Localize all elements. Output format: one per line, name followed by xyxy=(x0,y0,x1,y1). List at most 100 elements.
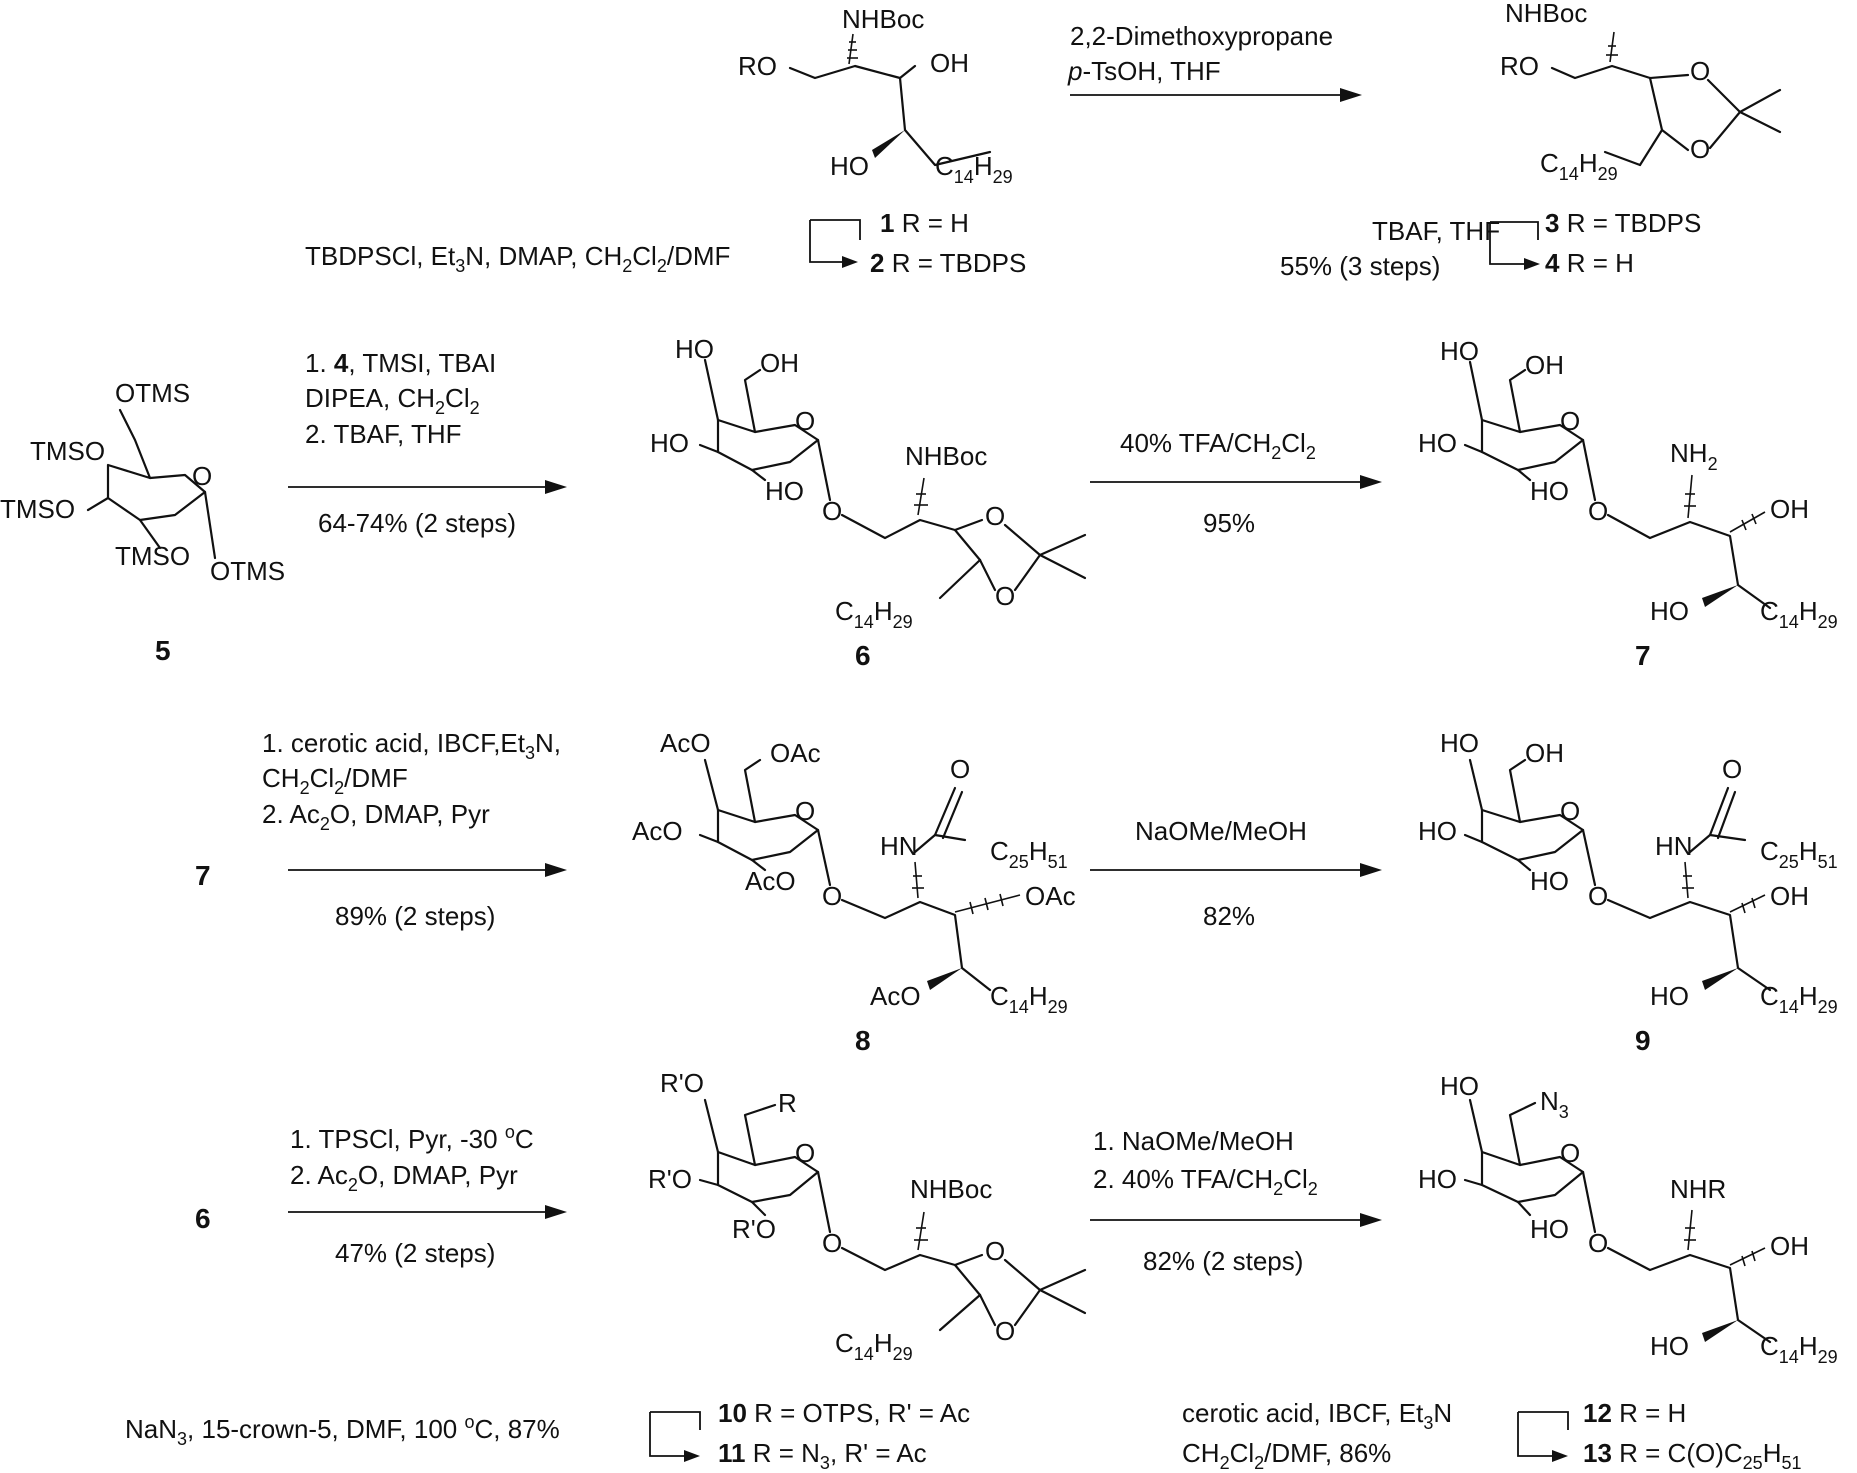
atom-HN-8: HN xyxy=(880,831,918,861)
compound-2-label: 2 R = TBDPS xyxy=(870,248,1026,278)
atom-HO-9b: HO xyxy=(1418,816,1457,846)
glyco-line2: DIPEA, CH2Cl2 xyxy=(305,383,480,418)
atom-C14H29-7: C14H29 xyxy=(1760,596,1838,632)
atom-HO-6b: HO xyxy=(650,428,689,458)
atom-NH2-7: NH2 xyxy=(1670,438,1718,474)
compound-4-label: 4 R = H xyxy=(1545,248,1634,278)
atom-HO-7d: HO xyxy=(1650,596,1689,626)
deac-yield: 82% xyxy=(1203,901,1255,931)
atom-O-9carbonyl: O xyxy=(1722,754,1742,784)
dmp-line1: 2,2-Dimethoxypropane xyxy=(1070,21,1333,51)
compound-7-structure: HO OH HO HO O O NH2 OH HO C14H29 xyxy=(1418,336,1838,632)
atom-OH-7b: OH xyxy=(1770,494,1809,524)
tps-yield: 47% (2 steps) xyxy=(335,1238,495,1268)
atom-NHBoc-3: NHBoc xyxy=(1505,0,1587,28)
atom-RpO-10c: R'O xyxy=(732,1214,776,1244)
acyl-line2: CH2Cl2/DMF xyxy=(262,763,408,798)
tbaf-line2: 55% (3 steps) xyxy=(1280,251,1440,281)
atom-OH: OH xyxy=(930,48,969,78)
atom-NHBoc: NHBoc xyxy=(842,4,924,34)
atom-TMSO-5c: TMSO xyxy=(115,541,190,571)
atom-OH-9b: OH xyxy=(1770,881,1809,911)
atom-C25H51-8: C25H51 xyxy=(990,836,1068,872)
compound-5-number: 5 xyxy=(155,635,171,666)
compound-3-label: 3 R = TBDPS xyxy=(1545,208,1701,238)
tbaf-line1: TBAF, THF xyxy=(1372,216,1500,246)
atom-OAc-8b: OAc xyxy=(1025,881,1076,911)
atom-C14H29-8: C14H29 xyxy=(990,981,1068,1017)
glyco-yield: 64-74% (2 steps) xyxy=(318,508,516,538)
compound-11-label: 11 R = N3, R' = Ac xyxy=(718,1438,927,1473)
atom-O-10a: O xyxy=(985,1236,1005,1266)
tfa-yield: 95% xyxy=(1203,508,1255,538)
compound-13-label: 13 R = C(O)C25H51 xyxy=(1583,1438,1802,1473)
atom-C14H29: C14H29 xyxy=(935,151,1013,187)
atom-AcO-8a: AcO xyxy=(660,728,711,758)
tps-line2: 2. Ac2O, DMAP, Pyr xyxy=(290,1160,518,1195)
atom-O-5: O xyxy=(192,461,212,491)
atom-HO-7b: HO xyxy=(1418,428,1457,458)
start-6-number: 6 xyxy=(195,1203,211,1234)
amide-line2: CH2Cl2/DMF, 86% xyxy=(1182,1438,1391,1473)
atom-C14H29-6: C14H29 xyxy=(835,596,913,632)
amide-line1: cerotic acid, IBCF, Et3N xyxy=(1182,1398,1452,1433)
atom-O-9link: O xyxy=(1588,881,1608,911)
atom-O-6b: O xyxy=(995,581,1015,611)
atom-RpO-10a: R'O xyxy=(660,1068,704,1098)
compound-1-2-structure: RO NHBoc OH HO C14H29 xyxy=(738,4,1013,187)
atom-O-12link: O xyxy=(1588,1228,1608,1258)
atom-HO-7c: HO xyxy=(1530,476,1569,506)
atom-O-10link: O xyxy=(822,1228,842,1258)
azide-conditions: NaN3, 15-crown-5, DMF, 100 oC, 87% xyxy=(125,1412,560,1449)
atom-HO-12d: HO xyxy=(1650,1331,1689,1361)
atom-HO-6c: HO xyxy=(765,476,804,506)
atom-RO-3: RO xyxy=(1500,51,1539,81)
atom-O-10b: O xyxy=(995,1316,1015,1346)
atom-HO-12c: HO xyxy=(1530,1214,1569,1244)
atom-OH-7a: OH xyxy=(1525,350,1564,380)
atom-OH-9a: OH xyxy=(1525,738,1564,768)
atom-C14H29-3: C14H29 xyxy=(1540,148,1618,184)
tfa-line: 40% TFA/CH2Cl2 xyxy=(1120,428,1316,463)
compound-1-label: 1 R = H xyxy=(880,208,969,238)
atom-OAc-8a: OAc xyxy=(770,738,821,768)
atom-HO-7a: HO xyxy=(1440,336,1479,366)
atom-OTMS-5a: OTMS xyxy=(115,378,190,408)
atom-OH-6: OH xyxy=(760,348,799,378)
atom-N3-12: N3 xyxy=(1540,1086,1569,1122)
atom-NHBoc-10: NHBoc xyxy=(910,1174,992,1204)
compound-6-number: 6 xyxy=(855,640,871,671)
atom-O-7link: O xyxy=(1588,496,1608,526)
atom-HO-9a: HO xyxy=(1440,728,1479,758)
dep-line1: 1. NaOMe/MeOH xyxy=(1093,1126,1294,1156)
glyco-line1: 1. 4, TMSI, TBAI xyxy=(305,348,496,378)
tps-line1: 1. TPSCl, Pyr, -30 oC xyxy=(290,1122,534,1154)
atom-C14H29-10: C14H29 xyxy=(835,1328,913,1364)
start-7-number: 7 xyxy=(195,860,211,891)
tbdps-conditions: TBDPSCl, Et3N, DMAP, CH2Cl2/DMF xyxy=(305,241,730,276)
atom-O-6a: O xyxy=(985,501,1005,531)
atom-AcO-8b: AcO xyxy=(632,816,683,846)
atom-AcO-8c: AcO xyxy=(745,866,796,896)
atom-NHR-12: NHR xyxy=(1670,1174,1726,1204)
atom-O-3b: O xyxy=(1690,134,1710,164)
compound-3-4-structure: NHBoc RO O O C14H29 xyxy=(1500,0,1782,184)
atom-R-10: R xyxy=(778,1088,797,1118)
atom-HO-9d: HO xyxy=(1650,981,1689,1011)
acyl-line3: 2. Ac2O, DMAP, Pyr xyxy=(262,799,490,834)
atom-NHBoc-6: NHBoc xyxy=(905,441,987,471)
atom-O-8link: O xyxy=(822,881,842,911)
atom-RO: RO xyxy=(738,51,777,81)
atom-C14H29-9: C14H29 xyxy=(1760,981,1838,1017)
glyco-line3: 2. TBAF, THF xyxy=(305,419,462,449)
atom-HO-12a: HO xyxy=(1440,1071,1479,1101)
atom-TMSO-5a: TMSO xyxy=(30,436,105,466)
atom-O-3a: O xyxy=(1690,56,1710,86)
dep-yield: 82% (2 steps) xyxy=(1143,1246,1303,1276)
compound-9-structure: HO OH HO HO O O HN O C25H51 OH HO C14H29 xyxy=(1418,728,1838,1017)
compound-12-13-structure: HO N3 HO HO O O NHR OH HO C14H29 xyxy=(1418,1071,1838,1367)
compound-7-number: 7 xyxy=(1635,640,1651,671)
dmp-line2: p-TsOH, THF xyxy=(1067,56,1221,86)
atom-C25H51-9: C25H51 xyxy=(1760,836,1838,872)
